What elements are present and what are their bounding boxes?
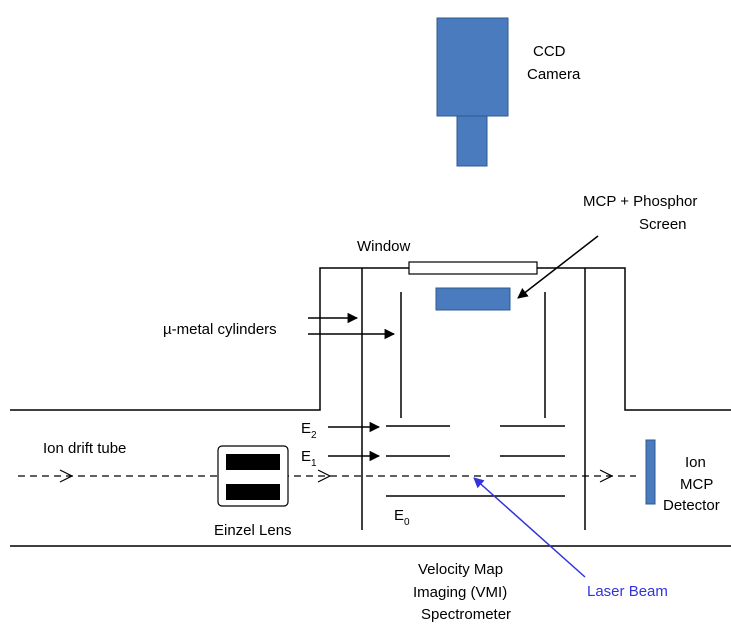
- ccd-camera-label-line1: CCD: [533, 43, 566, 60]
- laser-beam-arrow: [473, 477, 586, 578]
- ion-mcp-label-line3: Detector: [663, 497, 720, 514]
- ccd-camera-body: [436, 17, 509, 117]
- einzel-lens-bottom-electrode: [226, 484, 280, 500]
- ccd-camera-label-line2: Camera: [527, 66, 581, 83]
- ion-mcp-label-line2: MCP: [680, 476, 713, 493]
- e1-label: E: [301, 448, 311, 465]
- ion-mcp-label-line1: Ion: [685, 454, 706, 471]
- e1-subscript: 1: [311, 458, 317, 469]
- vmi-label-line1: Velocity Map: [418, 561, 503, 578]
- e0-label: E: [394, 507, 404, 524]
- ion-drift-tube-label: Ion drift tube: [43, 440, 126, 457]
- mcp-phosphor-label-line2: Screen: [639, 216, 687, 233]
- window: [408, 261, 538, 275]
- e0-subscript: 0: [404, 517, 410, 528]
- mcp-phosphor-label-line1: MCP + Phosphor: [583, 193, 697, 210]
- ion-beam-chevron-1: [59, 469, 74, 483]
- ion-beam-chevron-2: [317, 469, 332, 483]
- einzel-lens: [217, 445, 289, 507]
- chamber-outline: [10, 267, 731, 411]
- einzel-lens-top-electrode: [226, 454, 280, 470]
- vmi-label-line2: Imaging (VMI): [413, 584, 507, 601]
- laser-beam-label: Laser Beam: [587, 583, 668, 600]
- e2-label: E: [301, 420, 311, 437]
- ccd-camera: [436, 17, 509, 167]
- window-label: Window: [357, 238, 411, 255]
- mu-metal-label: µ-metal cylinders: [163, 321, 277, 338]
- mcp-phosphor-arrow: [517, 235, 599, 299]
- ion-beam-chevron-3: [599, 469, 614, 483]
- ccd-camera-lens: [456, 115, 488, 167]
- vmi-label-line3: Spectrometer: [421, 606, 511, 623]
- ion-mcp-detector: [645, 439, 656, 505]
- mcp-phosphor-screen: [435, 287, 511, 311]
- e2-subscript: 2: [311, 430, 317, 441]
- einzel-lens-label: Einzel Lens: [214, 522, 292, 539]
